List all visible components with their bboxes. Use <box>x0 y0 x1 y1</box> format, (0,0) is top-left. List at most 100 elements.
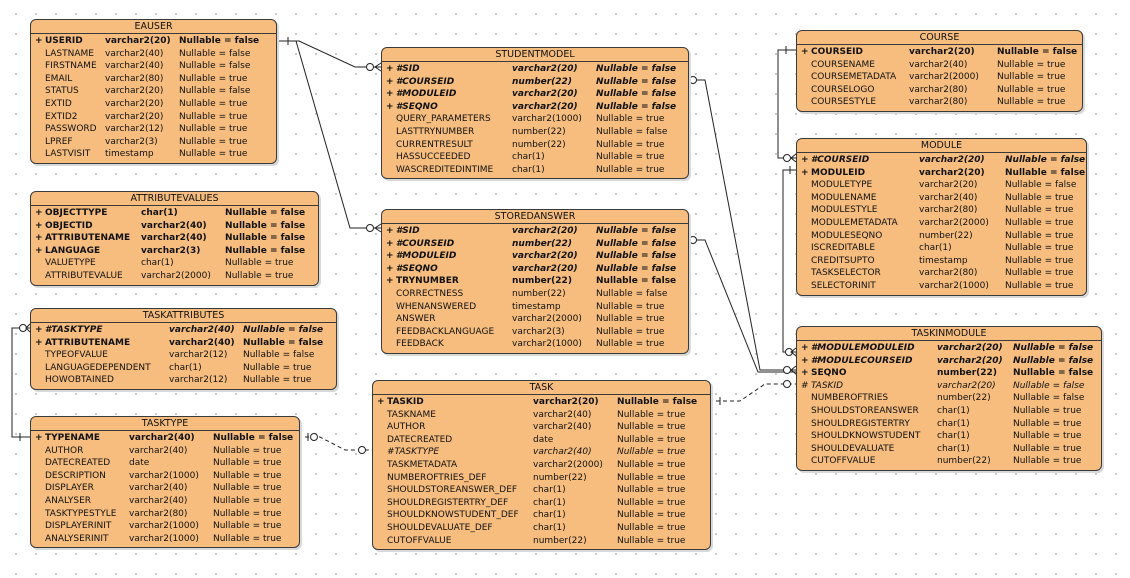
column-nullable: Nullable = true <box>1005 205 1074 216</box>
column-name: SHOULDKNOWSTUDENT <box>811 431 921 442</box>
